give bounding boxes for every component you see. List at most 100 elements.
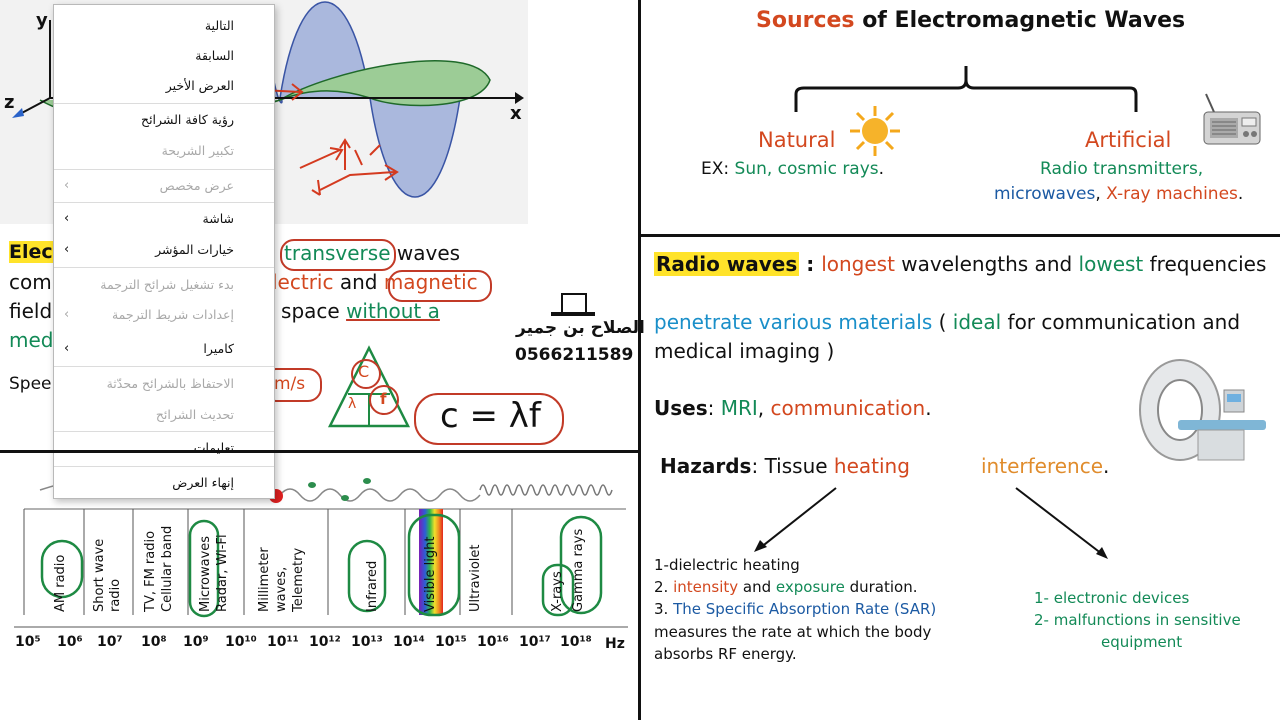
logo-brim-icon [551,312,595,316]
menu-item-label: التالية [204,18,234,33]
hz-unit: Hz [605,636,625,652]
frequencies-word: frequencies [1143,252,1267,276]
menu-item-2[interactable]: العرض الأخير [54,71,274,101]
axis-z-label: z [4,92,15,113]
radio-colon: : [799,252,822,276]
menu-item-14[interactable]: إنهاء العرض [54,468,274,498]
tick-label: 10¹³ [351,634,383,650]
tick-label: 10¹⁵ [435,634,467,650]
tick-label: 10¹² [309,634,341,650]
radio-waves-title: Radio waves [654,252,800,276]
interference-2: 2- malfunctions in sensitive [1034,611,1241,629]
menu-item-13[interactable]: تعليمات [54,433,274,463]
med-partial: med [9,328,54,352]
com-partial: com [9,270,52,294]
natural-ex-end: . [878,159,885,179]
band-tv-fm: TV, FM radio Cellular band [143,525,175,612]
menu-item-label: تحديث الشرائح [155,407,234,422]
tick-label: 10¹⁶ [477,634,509,650]
axis-x-label: x [510,103,522,124]
right-horizontal-divider [640,234,1280,237]
lowest-word: lowest [1078,252,1144,276]
hazards-line: Hazards: Tissue heating [660,454,910,478]
without-a-word: without a [346,299,440,323]
transverse-word: transverse [284,241,391,265]
menu-item-6[interactable]: شاشة‹ [54,204,274,234]
menu-item-0[interactable]: التالية [54,11,274,41]
formula-box [414,393,564,445]
band-microwaves: Microwaves Radar, Wi-Fi [198,534,230,612]
natural-ex-value: Sun, cosmic rays [734,159,879,179]
tick-label: 10⁸ [141,634,167,650]
tick-label: 10⁵ [15,634,41,650]
hazard-3-line3: absorbs RF energy. [654,645,797,663]
sources-title: Sources of Electromagnetic Waves [756,8,1185,33]
menu-item-1[interactable]: السابقة [54,41,274,71]
menu-item-label: السابقة [195,48,234,63]
spee-partial: Spee [9,374,52,394]
band-infrared: Infrared [365,560,380,612]
menu-separator [54,466,274,467]
menu-item-7[interactable]: خيارات المؤشر‹ [54,235,274,265]
menu-item-11: الاحتفاظ بالشرائح محدّثة [54,369,274,399]
paren-open: ( [932,310,953,334]
sources-title-b: of Electromagnetic Waves [854,8,1186,33]
hazard-3-sar: The Specific Absorption Rate (SAR) [673,600,937,618]
natural-ex-prefix: EX: [701,159,735,179]
mri-machine-icon [1138,358,1268,470]
magnetic-circle [388,270,492,302]
context-menu: التالية السابقة العرض الأخير رؤية كافة الشر… [53,4,275,499]
and-word: and [333,270,384,294]
menu-item-label: شاشة [202,211,234,226]
artificial-line1: Radio transmitters, [1040,159,1204,179]
artificial-label: Artificial [1085,128,1172,152]
hazard-1: 1-dielectric heating [654,556,800,574]
menu-item-label: بدء تشغيل شرائح الترجمة [100,277,234,292]
interference-line: interference. [981,454,1109,478]
submenu-chevron-icon: ‹ [64,307,70,322]
ms-partial: m/s [274,374,306,394]
electric-word: lectric [272,270,334,294]
ideal-word: ideal [952,310,1002,334]
vertical-divider [638,0,641,720]
band-am-radio: AM radio [53,554,68,612]
hazard-arrows [754,487,1108,559]
menu-item-8: بدء تشغيل شرائح الترجمة [54,270,274,300]
uses-period: . [925,396,932,420]
hazard-2-and: and [738,578,776,596]
hazard-2: 2. intensity and exposure duration. [654,578,918,596]
menu-item-12: تحديث الشرائح [54,400,274,430]
submenu-chevron-icon: ‹ [64,341,70,356]
menu-separator [54,169,274,170]
artificial-sep: , [1095,184,1107,204]
for-communication: for communication and [1001,310,1241,334]
menu-item-label: خيارات المؤشر [155,242,234,257]
band-visible-light: Visible light [423,536,438,612]
menu-item-10[interactable]: كاميرا‹ [54,334,274,364]
natural-example: EX: Sun, cosmic rays. [701,159,884,179]
interference-1: 1- electronic devices [1034,589,1190,607]
field-partial: field [9,299,53,323]
heating-word: heating [833,454,910,478]
uses-comma: , [757,396,771,420]
band-gamma-rays: Gamma rays [571,528,586,612]
menu-item-5: عرض مخصص‹ [54,171,274,201]
tick-label: 10⁶ [57,634,83,650]
hazard-3-prefix: 3. [654,600,674,618]
menu-item-3[interactable]: رؤية كافة الشرائح [54,105,274,135]
tick-label: 10¹⁰ [225,634,257,650]
menu-separator [54,366,274,367]
menu-item-label: الاحتفاظ بالشرائح محدّثة [106,376,234,391]
artificial-end: . [1237,184,1244,204]
communication-word: communication [770,396,926,420]
radio-title-line: Radio waves : longest wavelengths and lo… [654,252,1266,276]
submenu-chevron-icon: ‹ [64,178,70,193]
longest-word: longest [821,252,895,276]
formula-triangle [327,345,411,428]
menu-item-9: إعدادات شريط الترجمة‹ [54,300,274,330]
hazard-2-prefix: 2. [654,578,674,596]
wavelengths-and: wavelengths and [894,252,1079,276]
uses-label: Uses [654,396,708,420]
left-horizontal-divider [0,450,640,453]
sources-title-a: Sources [756,8,855,33]
